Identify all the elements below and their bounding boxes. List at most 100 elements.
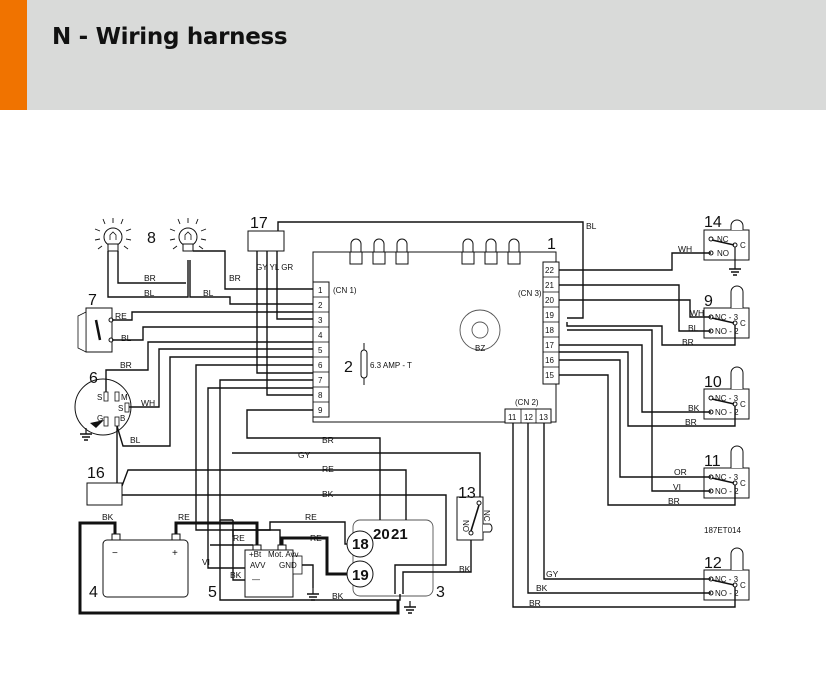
component-13-switch: 13 NO NC (456, 485, 493, 541)
starter-terminal-19: 19 (352, 567, 369, 584)
component-3-label: 3 (436, 584, 445, 601)
sw-c-label: C (740, 400, 746, 409)
component-4-battery: − + 4 (89, 533, 189, 601)
header-accent-stripe (0, 0, 27, 110)
wire-label-gyylgr: GY YL GR (256, 263, 293, 272)
component-7-label: 7 (88, 292, 97, 309)
wire-label: BR (229, 273, 241, 283)
component-12-label: 12 (704, 555, 722, 572)
key-pin-label: B (120, 414, 125, 423)
battery-minus-label: − (112, 548, 118, 559)
component-4-label: 4 (89, 584, 98, 601)
wire-label: BK (459, 564, 471, 574)
cn1-pin: 7 (318, 376, 323, 385)
wire-label: BK (536, 583, 548, 593)
header-bar: N - Wiring harness (0, 0, 826, 110)
relay-avv-label: AVV (250, 561, 266, 570)
lamps: 8 (94, 217, 207, 252)
cn3-pin: 17 (545, 341, 554, 350)
wire-label: BL (688, 323, 699, 333)
cn3-connector: 22 21 20 19 18 17 16 15 (CN 3) (518, 261, 560, 385)
wire-label: BR (668, 496, 680, 506)
component-3-starter: 18 19 20 21 3 (346, 519, 445, 614)
wire-label: BR (144, 273, 156, 283)
wire-label: WH (141, 398, 155, 408)
cn2-connector: 11 12 13 (CN 2) (504, 398, 552, 424)
sw-c-label: C (740, 479, 746, 488)
cn1-label: (CN 1) (333, 286, 357, 295)
component-7-switch: 7 (77, 292, 114, 353)
sw-no2-label: NO - 2 (715, 327, 739, 336)
key-pin-label: S (97, 393, 102, 402)
component-16: 16 (86, 465, 123, 506)
key-pin-label: G (97, 414, 103, 423)
starter-terminal-21: 21 (391, 526, 408, 543)
wire-label: BK (230, 570, 242, 580)
sw-nc3-label: NC - 3 (715, 473, 739, 482)
component-17-label: 17 (250, 215, 268, 232)
wire-label: RE (115, 311, 127, 321)
fuse-rating-label: 6.3 AMP - T (370, 361, 412, 370)
wire-label: RE (233, 533, 245, 543)
component-13-label: 13 (458, 485, 476, 502)
cn3-pin: 18 (545, 326, 554, 335)
cn2-pin: 12 (524, 413, 533, 422)
wire-label: WH (690, 308, 704, 318)
ground-icon (728, 262, 742, 276)
lamp-icon (169, 217, 207, 252)
wire-label: VI (673, 482, 681, 492)
cn1-pin: 5 (318, 346, 323, 355)
wire-label: BR (529, 598, 541, 608)
cn3-pin: 22 (545, 266, 554, 275)
starter-terminal-18: 18 (352, 536, 369, 553)
component-6-label: 6 (89, 370, 98, 387)
sw-c-label: C (740, 581, 746, 590)
cn3-label: (CN 3) (518, 289, 542, 298)
switch-13-nc-label: NC (482, 510, 491, 522)
wire-label: BR (682, 337, 694, 347)
fuse-icon (360, 343, 368, 385)
wire-label: BL (586, 221, 597, 231)
wire-label: BL (121, 333, 132, 343)
cn3-pin: 15 (545, 371, 554, 380)
relay-bt-label: +Bt (249, 550, 262, 559)
wire-label: GY (298, 450, 311, 460)
wire-label: BL (144, 288, 155, 298)
starter-terminal-20: 20 (373, 526, 390, 543)
cn3-pin: 21 (545, 281, 554, 290)
cn2-pin: 13 (539, 413, 548, 422)
wire-label: RE (178, 512, 190, 522)
wire-label: BR (685, 417, 697, 427)
cn3-pin: 16 (545, 356, 554, 365)
component-10-label: 10 (704, 374, 722, 391)
component-12-switch: NC - 3 NO - 2 C 12 (703, 547, 750, 601)
wire-label: RE (322, 464, 334, 474)
cn1-pin: 8 (318, 391, 323, 400)
component-5-relay: +Bt Mot. Avv AVV GND — 5 (208, 544, 320, 601)
sw-nc-label: NC (717, 235, 729, 244)
cn1-pin: 3 (318, 316, 323, 325)
cn3-pin: 20 (545, 296, 554, 305)
wire-label: VI (202, 557, 210, 567)
cn3-pin: 19 (545, 311, 554, 320)
component-9-label: 9 (704, 293, 713, 310)
wire-label: BK (102, 512, 114, 522)
sw-no2-label: NO - 2 (715, 408, 739, 417)
wire-label: GY (546, 569, 559, 579)
wire-label: OR (674, 467, 687, 477)
relay-gnd-label: GND (279, 561, 297, 570)
buzzer-label: BZ (475, 344, 485, 353)
sw-no2-label: NO - 2 (715, 487, 739, 496)
cn1-pin: 9 (318, 406, 323, 415)
sw-c-label: C (740, 241, 746, 250)
component-8-label: 8 (147, 230, 156, 247)
component-16-label: 16 (87, 465, 105, 482)
cn1-pin: 1 (318, 286, 323, 295)
ground-icon (306, 587, 320, 601)
wire-label: RE (305, 512, 317, 522)
component-5-label: 5 (208, 584, 217, 601)
sw-c-label: C (740, 319, 746, 328)
wire-label: BK (332, 591, 344, 601)
page-title: N - Wiring harness (52, 24, 288, 50)
sw-no2-label: NO - 2 (715, 589, 739, 598)
